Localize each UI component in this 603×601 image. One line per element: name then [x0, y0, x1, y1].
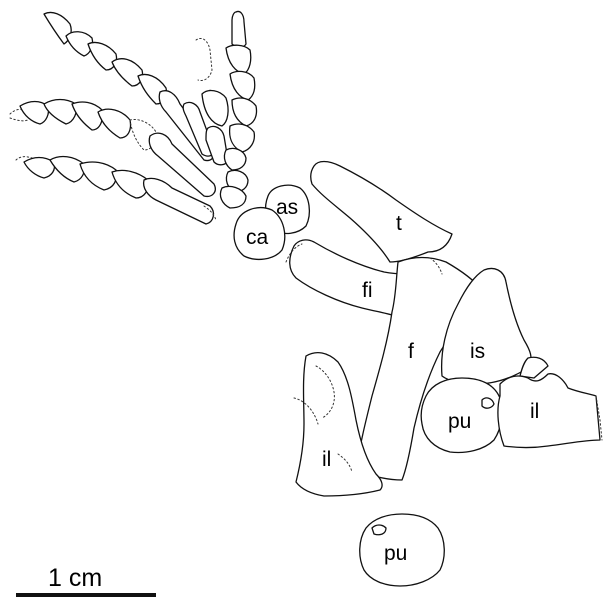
label-ilium-right: il [530, 400, 539, 423]
digit-4-phalanx-3 [232, 98, 257, 126]
digit-3-phalanx-2 [50, 157, 85, 182]
digit-1-phalanx-3 [112, 59, 143, 86]
label-pubis-bottom: pu [384, 542, 407, 565]
ilium-right-bone [498, 374, 600, 448]
tibia-bone [311, 162, 452, 263]
label-fibula: fi [362, 279, 373, 302]
digit-5-phalanx-1 [202, 91, 228, 126]
digit-2-phalanx-4 [98, 109, 131, 138]
tarsals [220, 148, 248, 208]
digit-4-phalanx-2 [230, 71, 255, 100]
label-femur: f [408, 340, 414, 363]
digit-4-claw [232, 11, 246, 47]
digit-2-phalanx-2 [44, 100, 77, 125]
digit-2-phalanx-3 [72, 102, 103, 130]
digit-3-phalanx-4 [112, 170, 148, 198]
digit-4-phalanx-1 [226, 45, 251, 74]
label-calcaneum: ca [246, 226, 269, 249]
scale-bar-label: 1 cm [48, 564, 102, 592]
digit-1 [44, 12, 214, 160]
distal-tarsal-1 [224, 148, 246, 170]
label-ischium: is [470, 340, 485, 363]
digit-1-phalanx-2 [88, 42, 117, 70]
label-pubis-right: pu [448, 410, 471, 433]
label-astragalus: as [276, 196, 298, 219]
label-ilium-left: il [322, 448, 331, 471]
pubis-bottom-notch [372, 525, 386, 535]
digit-3-phalanx-3 [80, 162, 117, 190]
label-tibia: t [396, 212, 402, 235]
